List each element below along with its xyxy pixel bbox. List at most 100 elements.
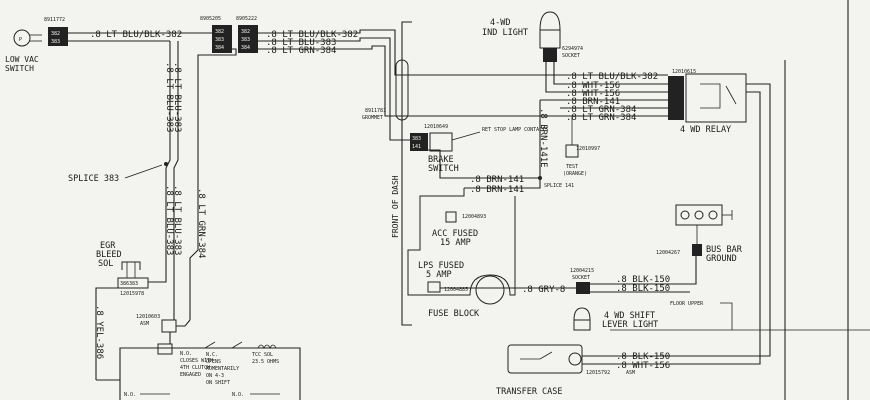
- tcc-sol-1: TCC SOL: [252, 352, 273, 358]
- trans-bus: [119, 347, 301, 400]
- relay-connector: [668, 76, 684, 120]
- open-text-2: OPENS: [206, 359, 221, 365]
- shift-bulb-icon: [573, 307, 591, 321]
- p-glyph: P: [19, 37, 22, 43]
- acc-fuse-icon: [445, 211, 457, 223]
- test-body: [565, 144, 579, 158]
- brake-term-141: 141: [412, 144, 421, 150]
- splice-383: SPLICE 383: [68, 162, 168, 184]
- shift-lever-light: 4 WD SHIFT LEVER LIGHT: [573, 307, 658, 331]
- connector-8905222-body: [238, 25, 258, 53]
- yel-386-label: .8 YEL-386: [94, 305, 104, 359]
- wire-to-bus: [690, 256, 697, 285]
- grommet-label: GROMMET: [362, 115, 383, 121]
- brake-part-no: 12010649: [424, 124, 448, 130]
- low-vac-term-383: 383: [51, 39, 60, 45]
- four-wd-ind-light: 4-WD IND LIGHT 6294974 SOCKET: [482, 11, 583, 62]
- splice-383-leader: [124, 164, 163, 179]
- wire-label-384-b: .8 LT GRN-384: [266, 46, 336, 56]
- low-vac-label-1: LOW VAC: [5, 55, 39, 64]
- socket-215-body: [576, 282, 590, 294]
- fuse-block: 12004893 ACC FUSED 15 AMP LPS FUSED 5 AM…: [407, 188, 516, 319]
- c222-term-3: 384: [241, 45, 250, 51]
- test-connector: 12010997 TEST (ORANGE): [563, 116, 600, 177]
- lps-label-1: LPS FUSED: [418, 261, 464, 271]
- connector-8905205: 8905205 382 383 384: [200, 16, 232, 53]
- egr-label-3: SOL: [98, 259, 113, 269]
- floor-upper-leader: [720, 302, 733, 330]
- bottom-no-right: N.O.: [232, 392, 244, 398]
- switch-blade-2: [231, 341, 243, 349]
- splice-383-label: SPLICE 383: [68, 174, 119, 184]
- c222-term-2: 383: [241, 37, 250, 43]
- socket-12004215: 12004215 SOCKET: [570, 268, 594, 294]
- wire-relay-to-tc: [668, 83, 771, 357]
- c222-term-1: 382: [241, 29, 250, 35]
- v383-b: .8 LT BLU-383: [172, 62, 182, 132]
- connector-8905205-part-no: 8905205: [200, 16, 221, 22]
- wire-383-vertical-2: [173, 41, 179, 250]
- tcc-coil: [257, 344, 277, 349]
- floor-upper-label: FLOOR UPPER: [670, 301, 704, 307]
- egr-connector: [117, 277, 149, 289]
- acc-label-2: 15 AMP: [440, 238, 471, 248]
- splice-383-dot: [164, 162, 168, 166]
- brake-term-383: 383: [412, 136, 421, 142]
- c205-term-2: 383: [215, 37, 224, 43]
- bus-bar-label-1: BUS BAR: [706, 245, 743, 255]
- open-text-3: MOMENTARILY: [206, 366, 239, 372]
- low-vac-connector: [48, 27, 68, 46]
- v384: .8 LT GRN-384: [196, 188, 206, 258]
- bulb-icon: [539, 11, 561, 31]
- trans-connector: [157, 343, 173, 355]
- clutch-text-1: N.O.: [180, 351, 192, 357]
- socket-215-label: SOCKET: [572, 275, 590, 281]
- low-vac-label-2: SWITCH: [5, 64, 34, 73]
- lps-label-2: 5 AMP: [426, 270, 452, 280]
- wire-asm-384: [176, 319, 191, 327]
- egr-label-1: EGR: [100, 241, 116, 251]
- open-text-5: ON SHIFT: [206, 380, 230, 386]
- asm-603-part-no: 12010603: [136, 314, 160, 320]
- low-vac-switch-symbol: [13, 29, 31, 47]
- asm-603-connector: [161, 319, 177, 333]
- bottom-no-left: N.O.: [124, 392, 136, 398]
- wire-label-382: .8 LT BLU/BLK-382: [90, 30, 182, 40]
- brn-141-b-label: .8 BRN-141: [470, 185, 524, 195]
- tc-asm: ASM: [626, 370, 635, 376]
- wire-yel-386: [95, 287, 126, 380]
- tc-connector: [568, 352, 582, 366]
- dash-bracket: [401, 21, 412, 326]
- splice-141-label: SPLICE 141: [544, 183, 574, 189]
- c205-term-1: 382: [215, 29, 224, 35]
- blk-150-b-label: .8 BLK-150: [616, 284, 670, 294]
- fuse-block-label: FUSE BLOCK: [428, 309, 480, 319]
- shift-label-1: 4 WD SHIFT: [604, 311, 655, 321]
- test-part-no: 12010997: [576, 146, 600, 152]
- relay-382-label: .8 LT BLU/BLK-382: [566, 72, 658, 82]
- tcc-sol-2: 23.5 OHMS: [252, 359, 279, 365]
- blk-150-c-label: .8 BLK-150: [616, 352, 670, 362]
- asm-12010603: 12010603 ASM: [136, 250, 191, 333]
- bulb-base: [539, 29, 561, 49]
- socket-215-part-no: 12004215: [570, 268, 594, 274]
- brake-switch-body: [429, 132, 453, 152]
- brake-switch: 12010649 383 141 RET STOP LAMP CONTACTS …: [410, 124, 548, 174]
- brn-141-a-label: .8 BRN-141: [470, 175, 524, 185]
- socket-icon: [543, 48, 557, 62]
- relay-156-label: .8 WHT-156: [566, 81, 620, 91]
- egr-symbol: [121, 261, 141, 270]
- switch-blade: [204, 341, 216, 349]
- front-of-dash-label: FRONT OF DASH: [391, 175, 400, 238]
- open-text-1: N.C.: [206, 352, 218, 358]
- wire-brn-141-b: [464, 178, 541, 189]
- socket-part-no: 6294974: [562, 46, 583, 52]
- bus-bar-part-no: 12004267: [656, 250, 680, 256]
- ind-light-label-1: 4-WD: [490, 18, 510, 28]
- tc-blade: [539, 351, 553, 360]
- bus-stud: [680, 210, 690, 220]
- wire-384-b: [258, 45, 560, 117]
- wire-egr-383: [148, 250, 167, 283]
- asm-603-label: ASM: [140, 321, 149, 327]
